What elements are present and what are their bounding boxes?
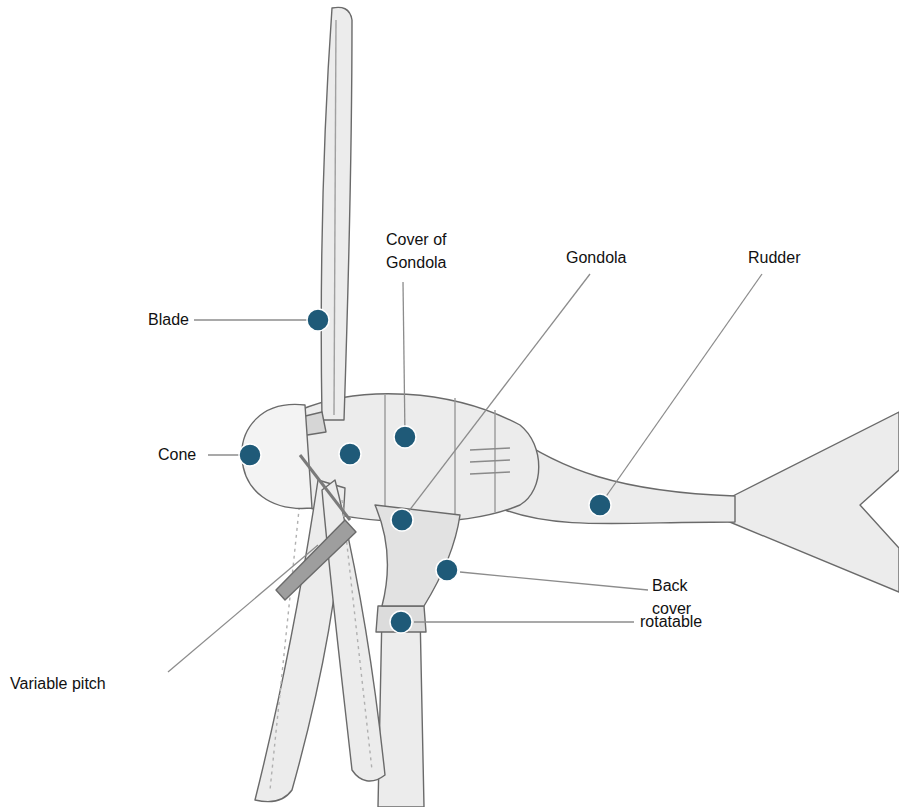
blade-hatching: [270, 500, 372, 790]
pitch-arm: [276, 520, 356, 600]
vents: [470, 448, 510, 474]
gondola-seams: [385, 395, 495, 520]
part-label: Gondola: [566, 246, 656, 269]
lower-housing: [375, 505, 460, 606]
part-label: Variable pitch: [10, 672, 150, 695]
tower-pole: [378, 612, 424, 807]
tail-fin: [725, 412, 899, 592]
part-label: Rudder: [748, 246, 838, 269]
yaw-bearing: [376, 606, 426, 632]
upper-blade: [321, 7, 352, 420]
part-label: rotatable: [640, 610, 750, 633]
part-label: Cover of Gondola: [386, 228, 482, 274]
leader-lines: [168, 274, 762, 672]
callout-dots: [239, 309, 611, 633]
pitch-linkage: [300, 455, 350, 520]
lower-blade-right: [322, 480, 385, 781]
part-label: Cone: [158, 443, 218, 466]
part-label: Blade: [148, 308, 208, 331]
blade-rib: [334, 20, 336, 415]
